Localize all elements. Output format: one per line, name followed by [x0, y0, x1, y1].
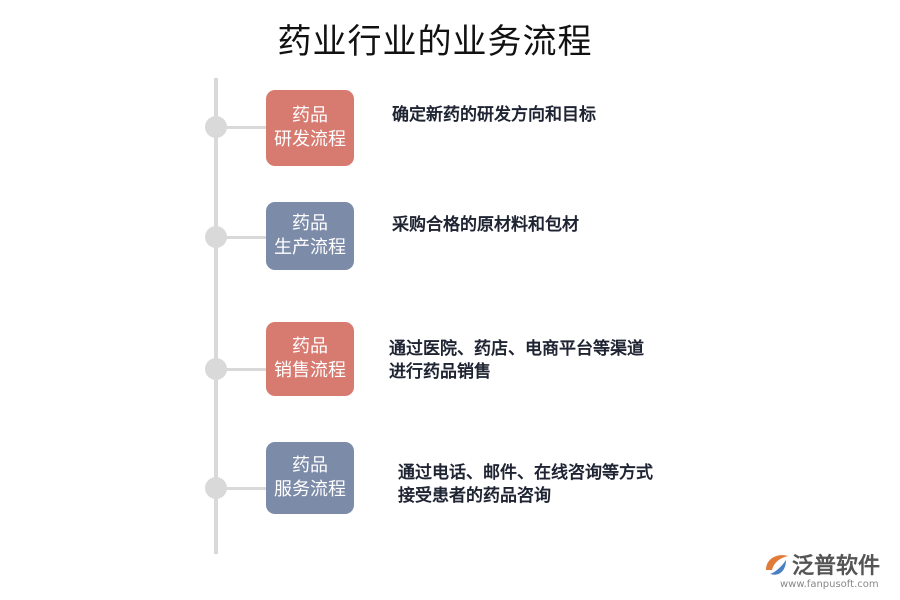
process-step-production: 药品 生产流程 采购合格的原材料和包材	[0, 200, 900, 280]
timeline-dot	[205, 477, 227, 499]
step-box: 药品 生产流程	[266, 202, 354, 270]
step-box-line2: 服务流程	[274, 479, 346, 500]
step-box: 药品 研发流程	[266, 90, 354, 166]
page-title: 药业行业的业务流程	[277, 22, 593, 62]
step-box-line1: 药品	[292, 105, 328, 126]
step-box-line2: 生产流程	[274, 237, 346, 258]
process-step-service: 药品 服务流程 通过电话、邮件、在线咨询等方式 接受患者的药品咨询	[0, 442, 900, 522]
fanpu-logo-icon	[766, 555, 788, 575]
step-box-line2: 研发流程	[274, 129, 346, 150]
step-box-line1: 药品	[292, 455, 328, 476]
step-box: 药品 服务流程	[266, 442, 354, 514]
step-description-line: 采购合格的原材料和包材	[392, 215, 579, 235]
step-description: 确定新药的研发方向和目标	[392, 104, 596, 127]
step-description-line: 接受患者的药品咨询	[398, 486, 551, 506]
step-description-line: 通过电话、邮件、在线咨询等方式	[398, 463, 653, 483]
logo-name: 泛普软件	[792, 554, 881, 579]
timeline-dot	[205, 226, 227, 248]
timeline-connector	[226, 487, 268, 490]
step-description: 采购合格的原材料和包材	[392, 214, 579, 237]
step-box: 药品 销售流程	[266, 322, 354, 396]
step-description-line: 确定新药的研发方向和目标	[392, 105, 596, 125]
step-description-line: 通过医院、药店、电商平台等渠道	[389, 339, 644, 359]
timeline-line	[214, 78, 218, 554]
timeline-connector	[226, 126, 268, 129]
timeline-dot	[205, 358, 227, 380]
step-description: 通过医院、药店、电商平台等渠道 进行药品销售	[389, 338, 644, 384]
process-step-rd: 药品 研发流程 确定新药的研发方向和目标	[0, 88, 900, 168]
step-box-line1: 药品	[292, 213, 328, 234]
step-description-line: 进行药品销售	[389, 362, 491, 382]
logo-url: www.fanpusoft.com	[780, 579, 879, 590]
step-box-line2: 销售流程	[274, 360, 346, 381]
timeline-dot	[205, 116, 227, 138]
process-step-sales: 药品 销售流程 通过医院、药店、电商平台等渠道 进行药品销售	[0, 322, 900, 402]
step-box-line1: 药品	[292, 336, 328, 357]
timeline-connector	[226, 368, 268, 371]
timeline-connector	[226, 236, 268, 239]
step-description: 通过电话、邮件、在线咨询等方式 接受患者的药品咨询	[398, 462, 653, 508]
fanpu-logo: 泛普软件 www.fanpusoft.com	[762, 546, 892, 594]
